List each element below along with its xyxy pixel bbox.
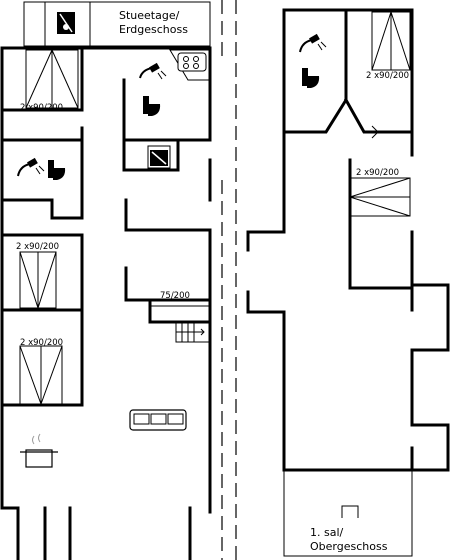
sofa-icon — [129, 409, 187, 431]
interior-wall — [0, 308, 84, 407]
toilet-icon — [143, 96, 161, 116]
balcony — [283, 470, 413, 557]
ground-floor-title-line2: Erdgeschoss — [119, 23, 188, 36]
stair-opening — [341, 505, 359, 518]
entrance-box — [23, 1, 211, 47]
sink-icon — [147, 145, 171, 169]
outer-wall — [246, 8, 286, 252]
interior-wall — [0, 46, 84, 142]
stove-icon — [177, 52, 207, 72]
toilet-icon — [48, 160, 66, 180]
bed-label-75: 75/200 — [160, 291, 190, 301]
bed-label: 2 x90/200 — [366, 71, 409, 81]
outer-wall — [0, 446, 212, 560]
outer-wall — [282, 446, 450, 472]
bed-label: 2 x90/200 — [20, 338, 63, 348]
shower-icon — [139, 62, 167, 80]
bed-label: 2 x90/200 — [20, 103, 63, 113]
interior-wall — [343, 97, 414, 134]
upper-floor-plan: 2 x90/200 2 x90/200 1. sal/ Obergeschoss — [246, 8, 450, 557]
outer-wall — [0, 46, 212, 510]
stairs-icon — [175, 321, 211, 343]
shower-icon — [17, 157, 45, 177]
interior-wall — [124, 198, 212, 232]
door-swing — [371, 125, 386, 139]
sink-icon — [57, 12, 75, 34]
bed-75-frame — [148, 298, 212, 324]
shower-icon — [299, 33, 327, 53]
outer-wall — [410, 230, 450, 287]
outer-wall — [282, 8, 414, 157]
upper-floor-title-line2: Obergeschoss — [310, 540, 388, 553]
cooking-pot-icon — [20, 433, 58, 468]
toilet-icon — [302, 68, 320, 88]
upper-floor-title-line1: 1. sal/ — [310, 526, 344, 539]
ground-floor-title-line1: Stueetage/ — [119, 9, 180, 22]
bed-label: 2 x90/200 — [16, 242, 59, 252]
interior-wall — [122, 78, 212, 172]
interior-wall — [282, 8, 348, 134]
interior-wall — [0, 138, 84, 220]
interior-wall — [348, 158, 414, 312]
bed-label: 2 x90/200 — [356, 168, 399, 178]
outer-wall — [410, 348, 450, 427]
outer-wall — [246, 290, 286, 472]
ground-floor-plan: Stueetage/ Erdgeschoss 2 x90/200 — [0, 0, 237, 560]
